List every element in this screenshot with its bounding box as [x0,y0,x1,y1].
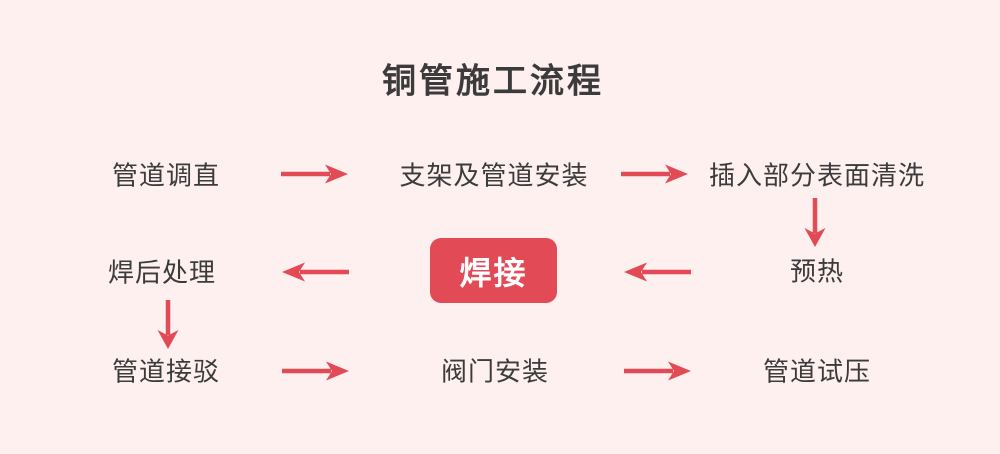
node-insert-surface-cleaning: 插入部分表面清洗 [708,160,926,191]
node-preheat: 预热 [789,256,845,287]
page-title: 铜管施工流程 [382,62,604,101]
arrow-left-welding-to-postweld-icon [282,262,350,282]
arrow-right-bracket-to-cleaning-icon [620,164,688,184]
node-welding-highlight-box: 焊接 [430,238,557,303]
node-post-weld-treatment: 焊后处理 [107,257,217,288]
arrow-left-preheat-to-welding-icon [624,262,692,282]
node-valve-install: 阀门安装 [440,356,550,387]
node-pipe-pressure-test: 管道试压 [762,356,872,387]
node-pipe-straightening: 管道调直 [111,160,221,191]
node-pipe-connection: 管道接驳 [111,356,221,387]
arrow-right-straightening-to-bracket-icon [280,164,348,184]
arrow-down-postweld-to-connection-icon [156,299,180,349]
arrow-right-valve-to-pressure-icon [623,361,691,381]
arrow-right-connection-to-valve-icon [281,361,349,381]
node-bracket-pipe-install: 支架及管道安装 [399,160,589,191]
arrow-down-cleaning-to-preheat-icon [803,197,827,247]
welding-label: 焊接 [459,254,528,291]
